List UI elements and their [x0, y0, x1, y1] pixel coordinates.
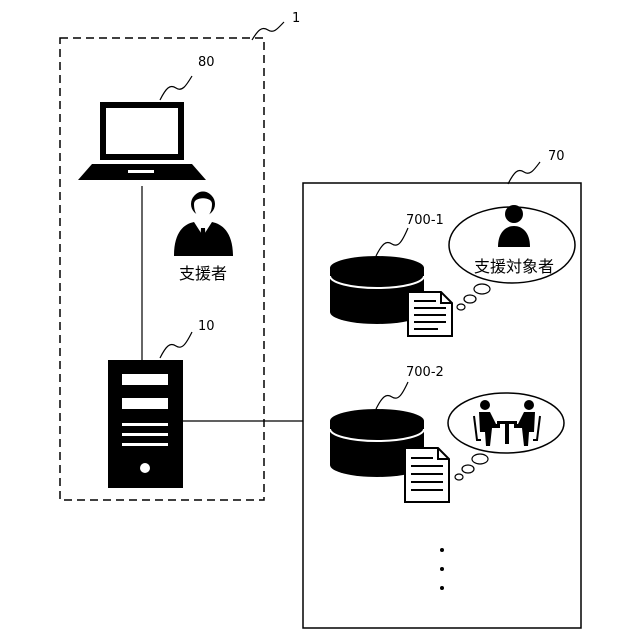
laptop-icon	[78, 102, 206, 180]
support-target-label: 支援対象者	[474, 257, 554, 276]
server-ref-leader	[160, 332, 192, 358]
server-ref-label: 10	[198, 319, 215, 334]
supporter-label: 支援者	[179, 264, 227, 283]
server-tower-icon	[108, 360, 183, 488]
document-icon	[408, 292, 452, 336]
db1-ref-label: 700-1	[406, 213, 444, 228]
vertical-ellipsis-icon	[440, 548, 444, 590]
document-icon	[405, 448, 449, 502]
storage-ref-label: 70	[548, 149, 565, 164]
system-ref-label: 1	[292, 11, 300, 26]
db2-ref-leader	[376, 382, 408, 409]
person-icon	[174, 192, 233, 257]
db2-ref-label: 700-2	[406, 365, 444, 380]
terminal-ref-leader	[160, 76, 192, 100]
db1-ref-leader	[376, 228, 408, 256]
storage-ref-leader	[508, 162, 540, 184]
terminal-ref-label: 80	[198, 55, 215, 70]
